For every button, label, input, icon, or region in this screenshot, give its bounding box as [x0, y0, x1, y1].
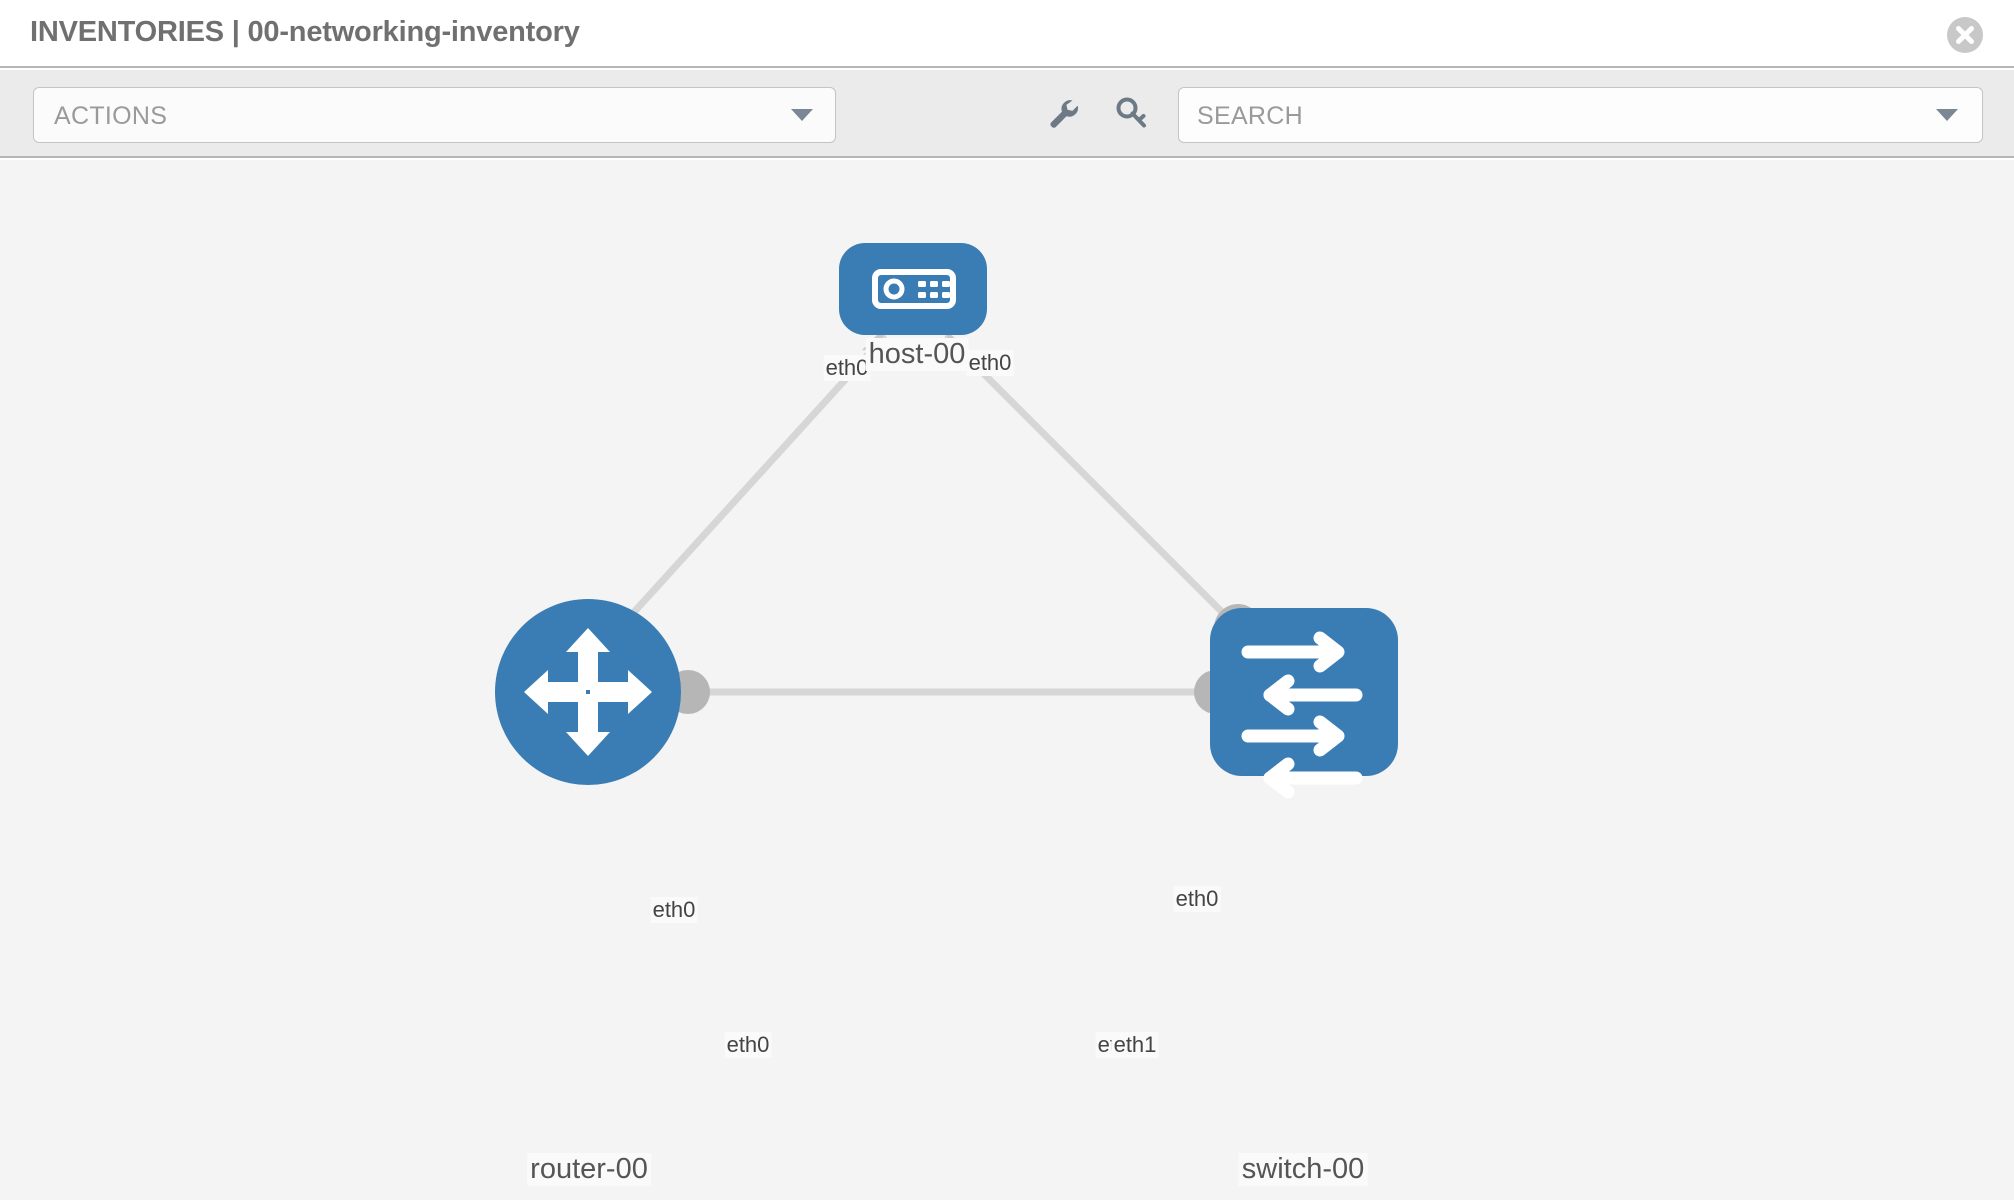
node-switch-00[interactable]	[1210, 608, 1398, 799]
iface-label: eth0	[823, 355, 871, 381]
chevron-down-icon[interactable]	[1936, 109, 1958, 121]
wrench-icon[interactable]	[1046, 96, 1082, 132]
title-bar: INVENTORIES | 00-networking-inventory	[0, 0, 2014, 68]
page-title: INVENTORIES | 00-networking-inventory	[30, 16, 580, 48]
topology-graph	[495, 243, 1398, 799]
actions-dropdown-label: ACTIONS	[54, 102, 168, 130]
chevron-down-icon	[791, 109, 813, 121]
router-arrows-icon	[524, 628, 652, 756]
search-placeholder: SEARCH	[1197, 102, 1303, 130]
server-icon	[872, 269, 956, 309]
iface-label: eth0	[724, 1032, 772, 1058]
actions-dropdown[interactable]: ACTIONS	[33, 87, 836, 143]
node-label-router: router-00	[527, 1153, 651, 1186]
topology-canvas[interactable]: eth0 eth0 eth0 eth0 eth0 eth0 eth1 host-…	[0, 160, 2014, 1200]
toolbar: ACTIONS SEARCH	[0, 70, 2014, 158]
node-router-00[interactable]	[495, 599, 681, 785]
node-label-host: host-00	[865, 338, 969, 371]
connector-nubs	[666, 316, 1262, 714]
switch-arrows-icon	[1241, 631, 1363, 799]
link-host-switch	[944, 334, 1244, 634]
link-host-router	[621, 334, 887, 626]
iface-label: eth0	[966, 350, 1014, 376]
node-host-00[interactable]	[839, 243, 987, 335]
iface-label: eth1	[1111, 1032, 1159, 1058]
iface-label: eth0	[1173, 886, 1221, 912]
server-icon-dots	[918, 281, 950, 298]
iface-label: eth0	[650, 897, 698, 923]
node-label-switch: switch-00	[1238, 1153, 1368, 1186]
key-icon[interactable]	[1114, 96, 1150, 132]
close-icon[interactable]	[1944, 14, 1986, 56]
search-input[interactable]: SEARCH	[1178, 87, 1983, 143]
